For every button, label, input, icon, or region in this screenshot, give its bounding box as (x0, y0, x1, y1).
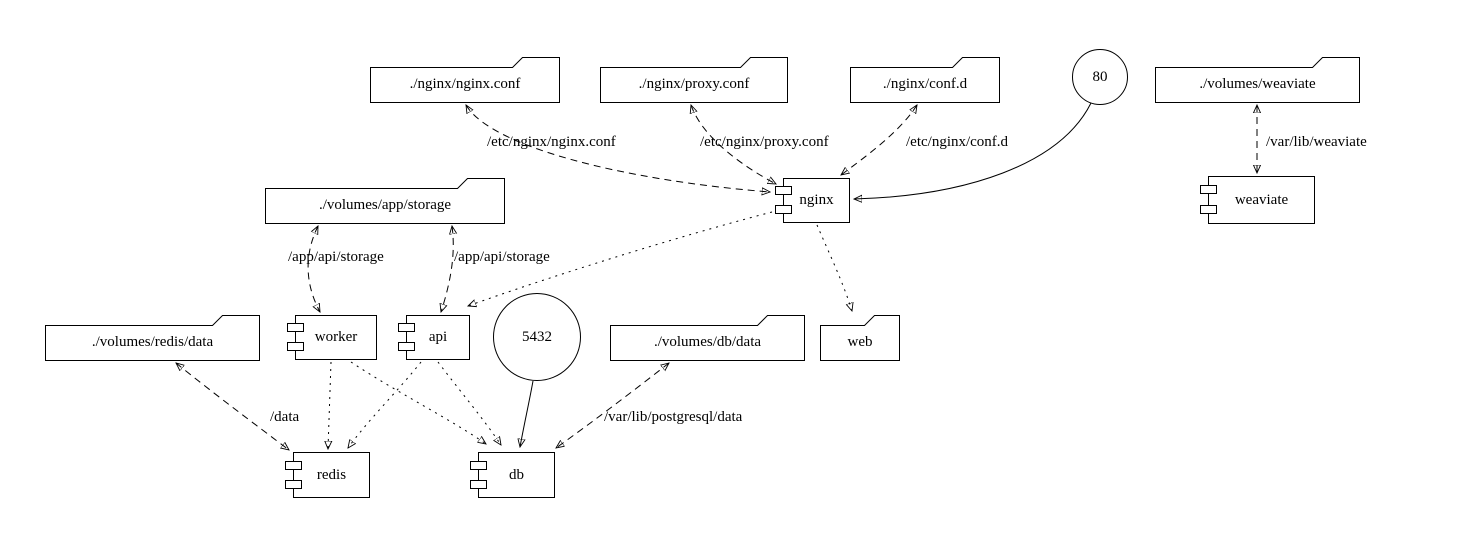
node-db-service: db (470, 452, 555, 498)
folder-shape (820, 315, 900, 361)
node-proxy-conf-volume: ./nginx/proxy.conf (600, 57, 788, 103)
node-label: worker (314, 329, 358, 345)
node-weaviate-volume: ./volumes/weaviate (1155, 57, 1360, 103)
node-port-80: 80 (1072, 49, 1128, 105)
component-shape (1200, 176, 1315, 224)
edge-api-db (437, 361, 501, 445)
node-port-5432: 5432 (493, 293, 581, 381)
edge-nginx-web (816, 224, 852, 311)
node-label: ./nginx/nginx.conf (409, 76, 521, 92)
edge-port5432-db (520, 380, 534, 447)
component-shape (398, 315, 470, 360)
edge-label-weaviate-mount: /var/lib/weaviate (1266, 134, 1367, 150)
node-web-service: web (820, 315, 900, 361)
edge-label-db-mount: /var/lib/postgresql/data (604, 409, 743, 425)
node-label: ./volumes/db/data (653, 334, 762, 350)
component-shape (285, 452, 370, 498)
node-label: ./nginx/conf.d (882, 76, 968, 92)
edge-worker-db (350, 361, 486, 444)
edge-nginxconf-nginx (466, 105, 770, 192)
edge-port80-nginx (854, 102, 1092, 199)
node-label: api (428, 329, 448, 345)
edge-label-nginx-conf-mount: /etc/nginx/nginx.conf (487, 134, 616, 150)
node-label: 5432 (522, 328, 552, 345)
edge-storage-api (441, 226, 453, 312)
folder-shape (370, 57, 560, 103)
node-nginx-conf-volume: ./nginx/nginx.conf (370, 57, 560, 103)
edge-label-conf-d-mount: /etc/nginx/conf.d (906, 134, 1009, 150)
component-shape (775, 178, 850, 223)
folder-shape (45, 315, 260, 361)
edge-worker-redis (328, 361, 331, 449)
folder-shape (600, 57, 788, 103)
component-shape (470, 452, 555, 498)
folder-shape (610, 315, 805, 361)
node-label: nginx (799, 192, 834, 208)
edge-dbdata-db (556, 363, 669, 448)
component-shape (287, 315, 377, 360)
node-weaviate-service: weaviate (1200, 176, 1315, 224)
node-label: ./volumes/weaviate (1199, 76, 1316, 92)
edge-redisdata-redis (176, 363, 289, 450)
edge-label-api-storage-mount: /app/api/storage (454, 249, 550, 265)
node-label: web (847, 334, 873, 350)
node-label: db (509, 466, 524, 483)
node-label: 80 (1092, 68, 1108, 85)
node-conf-d-volume: ./nginx/conf.d (850, 57, 1000, 103)
edge-storage-worker (307, 226, 320, 312)
edge-label-redis-mount: /data (270, 409, 300, 425)
edge-label-worker-storage-mount: /app/api/storage (288, 249, 384, 265)
edge-nginx-api (468, 211, 773, 306)
folder-shape (850, 57, 1000, 103)
folder-shape (1155, 57, 1360, 103)
node-nginx-service: nginx (775, 178, 850, 223)
node-app-storage-volume: ./volumes/app/storage (265, 178, 505, 224)
node-label: ./volumes/app/storage (318, 197, 452, 213)
node-db-data-volume: ./volumes/db/data (610, 315, 805, 361)
node-redis-data-volume: ./volumes/redis/data (45, 315, 260, 361)
node-label: ./nginx/proxy.conf (638, 76, 750, 92)
edge-api-redis (348, 361, 422, 448)
node-label: ./volumes/redis/data (91, 334, 214, 350)
node-redis-service: redis (285, 452, 370, 498)
node-worker-service: worker (287, 315, 377, 360)
node-label: weaviate (1234, 191, 1289, 208)
edge-confd-nginx (841, 105, 917, 175)
node-label: redis (316, 466, 347, 483)
node-api-service: api (398, 315, 470, 360)
edge-label-proxy-conf-mount: /etc/nginx/proxy.conf (700, 134, 829, 150)
